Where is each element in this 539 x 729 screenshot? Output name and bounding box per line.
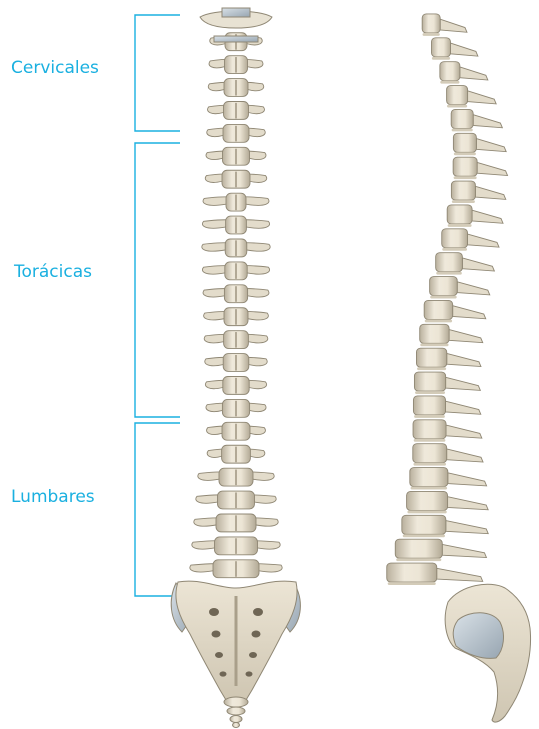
cervical-vertebra-side [422, 14, 467, 36]
cervical-vertebra-side [440, 62, 488, 84]
cervical-vertebra-side [453, 133, 506, 155]
thoracic-vertebra-side [413, 444, 483, 466]
cervical-vertebra-side [451, 109, 502, 131]
thoracic-vertebra-side [413, 396, 480, 418]
thoracic-vertebra-side [451, 181, 505, 203]
thoracic-vertebra-side [447, 205, 503, 227]
lumbar-vertebra-side [410, 468, 487, 490]
thoracic-vertebra-side [424, 300, 486, 322]
thoracic-vertebra-side [414, 372, 480, 394]
lumbar-vertebra-side [402, 515, 488, 537]
lumbar-vertebra-side [395, 539, 486, 561]
lumbar-vertebra-side [387, 563, 483, 585]
cervical-vertebra-side [447, 86, 497, 108]
cervical-vertebra-side [431, 38, 477, 60]
lateral-sacrum-cartilage [453, 613, 503, 659]
thoracic-vertebra-side [416, 348, 480, 370]
lateral-sacrum [445, 584, 530, 722]
thoracic-vertebra-side [420, 324, 483, 346]
cervical-vertebra-side [453, 157, 507, 179]
thoracic-vertebra-side [442, 229, 499, 251]
lumbar-vertebra-side [407, 491, 489, 513]
thoracic-vertebra-side [436, 253, 495, 275]
thoracic-vertebra-side [430, 277, 490, 299]
thoracic-vertebra-side [413, 420, 482, 442]
